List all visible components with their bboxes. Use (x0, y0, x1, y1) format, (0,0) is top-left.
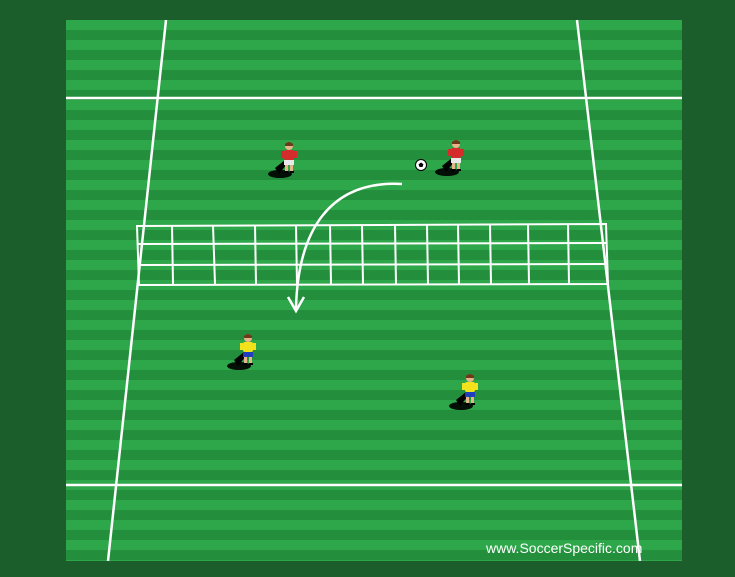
soccer-ball-icon (416, 160, 427, 171)
watermark: www.SoccerSpecific.com (486, 540, 642, 556)
